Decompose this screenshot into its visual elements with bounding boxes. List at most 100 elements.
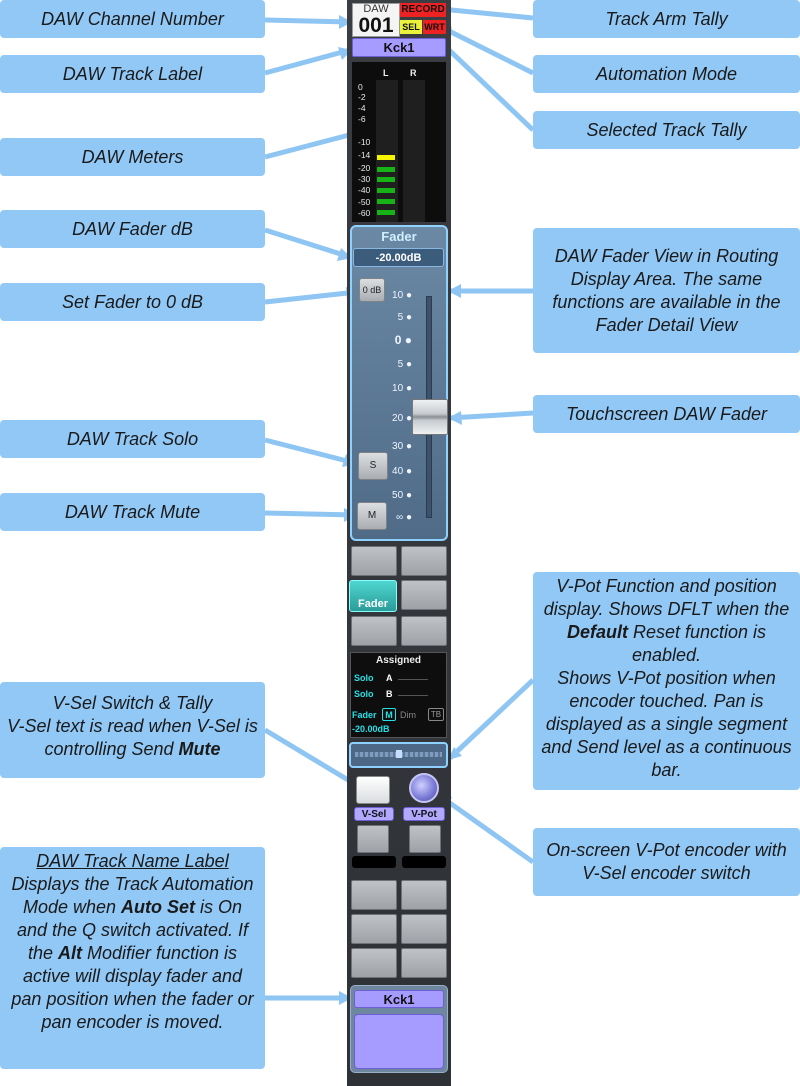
strip-button[interactable] [351,546,397,576]
meter-right [403,80,425,222]
callout-text: DAW Fader View in Routing Display Area. … [552,245,781,335]
strip-small-button[interactable] [409,825,441,853]
callout-text: is On and the Q switch activated. If the [16,897,249,963]
track-label[interactable]: Kck1 [352,38,446,57]
strip-small-button[interactable] [357,825,389,853]
strip-button[interactable] [351,948,397,978]
callout-bold: Alt [57,943,82,963]
strip-button[interactable] [401,546,447,576]
callout-text: V-Sel text is read when V-Sel is control… [7,716,258,759]
record-tally: RECORD [400,3,446,17]
arrow-channel-number [264,17,351,25]
meter-seg [377,167,395,172]
meter-scale-label: -14 [358,150,371,160]
callout-fader-view: DAW Fader View in Routing Display Area. … [533,228,800,353]
meter-scale-label: -60 [358,208,371,218]
callout-name-label: DAW Track Name Label Displays the Track … [0,847,265,1069]
track-name-pad[interactable] [354,1014,444,1069]
assigned-line [398,679,428,680]
fader-scale-label: 5 ● [397,359,412,370]
fader-cap[interactable] [412,399,448,435]
strip-button[interactable] [351,616,397,646]
channel-number-box: DAW 001 [352,3,400,37]
meter-seg [377,210,395,215]
vsel-switch[interactable] [356,776,390,804]
channel-number: 001 [358,14,394,37]
assigned-db: -20.00dB [352,724,390,734]
fader-mode-button[interactable]: Fader [349,580,397,612]
assigned-dim: Dim [400,710,416,720]
fader-scale-label: 10 ● [392,290,412,301]
assigned-solo-bus: A [386,673,393,683]
callout-bold: Auto Set [121,897,196,917]
callout-text: Shows V-Pot position when encoder touche… [541,668,792,780]
fader-scale-label: 30 ● [392,441,412,452]
fader-scale-label: 50 ● [392,490,412,501]
fader-scale-label: 40 ● [392,466,412,477]
meter-panel [352,62,446,222]
meter-seg [377,177,395,182]
strip-button[interactable] [401,914,447,944]
callout-fader-db: DAW Fader dB [0,210,265,248]
callout-text: Modifier function is active will display… [11,943,254,1032]
callout-text: Track Arm Tally [605,8,728,29]
callout-text: Set Fader to 0 dB [61,291,204,312]
zero-db-button[interactable]: 0 dB [359,278,385,302]
callout-text: DAW Meters [81,146,184,167]
strip-button[interactable] [351,914,397,944]
arrow-mute [264,510,356,518]
meter-scale-label: -4 [358,103,366,113]
assigned-solo-bus: B [386,689,393,699]
track-name-label: Kck1 [354,990,444,1008]
callout-text: V-Pot Function and position display. Sho… [543,576,790,619]
strip-button[interactable] [401,880,447,910]
callout-meters: DAW Meters [0,138,265,176]
callout-encoder: On-screen V-Pot encoder with V-Sel encod… [533,828,800,896]
assigned-line [398,695,428,696]
callout-vsel: V-Sel Switch & Tally V-Sel text is read … [0,682,265,778]
meter-scale-label: -30 [358,174,371,184]
fader-db-readout: -20.00dB [353,248,444,267]
fader-scale-label: ∞ ● [396,512,412,523]
arrow-track-label [264,47,351,76]
solo-button[interactable]: S [358,452,388,480]
callout-bold: Mute [178,739,221,759]
strip-button[interactable] [401,580,447,610]
strip-button[interactable] [401,616,447,646]
callout-bold: Default [566,622,628,642]
fader-scale-label: 5 ● [397,312,412,323]
mute-button[interactable]: M [357,502,387,530]
meter-scale-label: -50 [358,197,371,207]
daw-label: DAW [363,3,389,15]
meter-scale-label: -20 [358,163,371,173]
callout-set-fader-0db: Set Fader to 0 dB [0,283,265,321]
meter-scale-label: -10 [358,137,371,147]
callout-track-label: DAW Track Label [0,55,265,93]
callout-channel-number: DAW Channel Number [0,0,265,38]
arrow-solo [264,437,356,466]
vpot-encoder-knob[interactable] [409,773,439,803]
meter-left [376,80,398,222]
meter-left-label: L [383,68,389,78]
assigned-tb: TB [428,708,444,721]
callout-text: Automation Mode [595,63,738,84]
callout-text: DAW Channel Number [41,8,224,29]
meter-scale-label: 0 [358,82,363,92]
strip-blank-display [352,856,396,868]
arrow-track-arm [440,6,534,21]
callout-text: DAW Track Label [62,63,203,84]
fader-scale-label: 0 ● [394,333,412,347]
callout-selected-track: Selected Track Tally [533,111,800,149]
sel-tally: SEL [400,20,422,34]
meter-seg-yellow [377,155,395,160]
callout-title: V-Sel Switch & Tally [52,693,213,713]
strip-button[interactable] [351,880,397,910]
fader-mode-label: Fader [358,598,388,610]
callout-track-arm: Track Arm Tally [533,0,800,38]
arrow-fader-db [264,227,351,260]
assigned-title: Assigned [375,655,421,666]
callout-track-solo: DAW Track Solo [0,420,265,458]
strip-button[interactable] [401,948,447,978]
callout-automation-mode: Automation Mode [533,55,800,93]
